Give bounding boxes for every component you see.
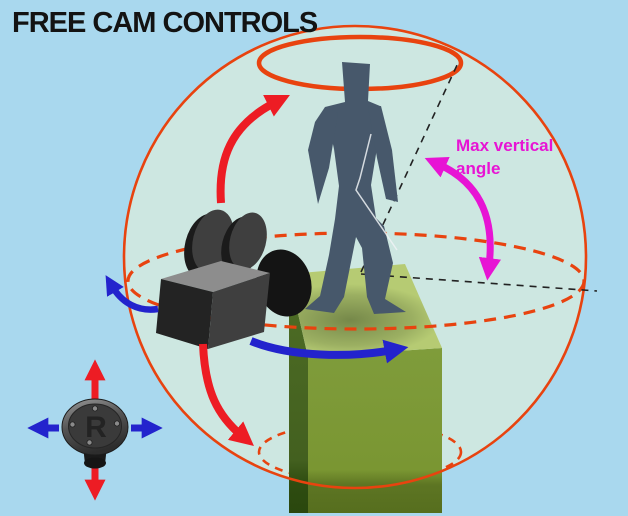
max-vertical-angle-arrow bbox=[424, 156, 502, 281]
orbit-sphere-outline bbox=[122, 24, 588, 490]
camera-lens bbox=[256, 249, 312, 317]
horizontal-orbit-arrow-large bbox=[249, 337, 409, 364]
stick-letter: R bbox=[85, 411, 107, 444]
pedestal-side-face bbox=[289, 274, 308, 513]
max-vertical-angle-label-line1: Max vertical bbox=[456, 136, 554, 155]
camera-body-front bbox=[156, 279, 213, 349]
angle-line-horizontal bbox=[360, 273, 598, 292]
figure-right-arm bbox=[368, 106, 398, 202]
camera-body-top bbox=[161, 261, 270, 292]
analog-stick: R bbox=[27, 359, 163, 501]
motion-arrows bbox=[105, 95, 502, 446]
figure-left-arm bbox=[308, 107, 338, 204]
horizontal-orbit-arrow-small bbox=[105, 275, 159, 313]
bottom-orbit-ring-dashed bbox=[257, 421, 463, 483]
orbit-sphere-fill bbox=[124, 26, 586, 488]
player-figure bbox=[305, 62, 406, 314]
max-vertical-angle-label: Max vertical angle bbox=[456, 134, 553, 180]
stick-screw-bottom bbox=[86, 439, 93, 446]
stick-screw-right bbox=[114, 420, 121, 427]
stick-stem-base bbox=[84, 457, 106, 469]
camera bbox=[156, 209, 312, 349]
diagram-title: FREE CAM CONTROLS bbox=[12, 7, 318, 39]
max-vertical-angle-label-line2: angle bbox=[456, 159, 501, 178]
vertical-orbit-arrow-down bbox=[199, 343, 254, 446]
angle-guide-lines bbox=[360, 62, 598, 292]
camera-reel-right bbox=[229, 212, 267, 270]
figure-highlight-line bbox=[355, 133, 398, 251]
camera-body-side bbox=[208, 273, 270, 349]
pedestal-front-face bbox=[308, 348, 442, 513]
stick-screw-top bbox=[92, 405, 99, 412]
vertical-orbit-arrow-up bbox=[216, 95, 290, 204]
stick-cap-face bbox=[68, 403, 122, 449]
stick-screw-left bbox=[69, 421, 76, 428]
